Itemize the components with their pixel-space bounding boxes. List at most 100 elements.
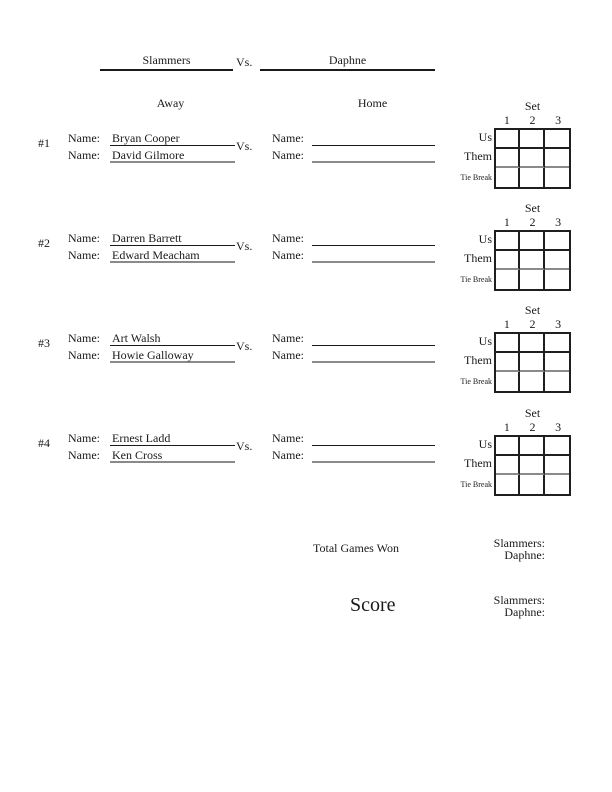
home-player-2-field[interactable] [312, 447, 435, 463]
set-grid-title: Set [524, 303, 541, 317]
name-label: Name: [272, 331, 304, 345]
set-column-2-label: 2 [529, 420, 536, 434]
total-games-won-home-value-field[interactable] [549, 548, 589, 561]
set-grid-4: Set 1 2 3 Us Them Tie Break [440, 406, 600, 501]
name-label: Name: [68, 248, 100, 262]
row-label-tie-break: Tie Break [460, 275, 492, 284]
set-grid-title: Set [524, 201, 541, 215]
home-player-2-field[interactable] [312, 347, 435, 363]
away-player-2-field[interactable]: Howie Galloway [110, 347, 235, 363]
row-label-us: Us [478, 130, 492, 144]
set-score-cell-tiebreak-3[interactable] [545, 475, 569, 494]
set-score-cell-them-1[interactable] [496, 251, 521, 270]
set-score-cell-us-1[interactable] [496, 334, 521, 353]
vs-label: Vs. [236, 139, 253, 153]
match-block-3: #3 Name: Art Walsh Name: Howie Galloway … [0, 328, 612, 383]
set-score-cell-tiebreak-1[interactable] [496, 270, 521, 289]
away-player-1-field[interactable]: Art Walsh [110, 330, 235, 346]
set-score-cell-tiebreak-3[interactable] [545, 372, 569, 391]
set-score-cell-us-2[interactable] [520, 232, 545, 251]
home-team-name-field[interactable]: Daphne [260, 52, 435, 71]
set-score-cell-them-2[interactable] [520, 456, 545, 475]
set-score-cell-us-2[interactable] [520, 437, 545, 456]
set-column-3-label: 3 [555, 215, 562, 229]
set-column-3-label: 3 [555, 420, 562, 434]
set-score-cell-us-3[interactable] [544, 130, 569, 149]
name-label: Name: [272, 431, 304, 445]
name-label: Name: [68, 348, 100, 362]
set-score-cell-them-2[interactable] [520, 251, 545, 270]
match-number: #1 [38, 136, 50, 150]
away-player-2-field[interactable]: Edward Meacham [110, 247, 235, 263]
name-label: Name: [272, 148, 304, 162]
set-score-cell-them-3[interactable] [544, 251, 569, 270]
set-score-cell-tiebreak-1[interactable] [496, 475, 521, 494]
set-score-cell-us-1[interactable] [496, 130, 521, 149]
home-player-1-field[interactable] [312, 130, 435, 146]
set-score-cell-them-3[interactable] [544, 456, 569, 475]
away-player-1-field[interactable]: Darren Barrett [110, 230, 235, 246]
home-player-1-field[interactable] [312, 230, 435, 246]
set-score-cell-tiebreak-1[interactable] [496, 168, 521, 187]
away-player-2-field[interactable]: David Gilmore [110, 147, 235, 163]
total-games-won-home-team-label: Daphne: [504, 548, 545, 562]
row-label-them: Them [464, 149, 492, 163]
away-player-1-field[interactable]: Ernest Ladd [110, 430, 235, 446]
set-score-cell-us-3[interactable] [544, 437, 569, 456]
set-score-cell-tiebreak-2[interactable] [520, 372, 545, 391]
match-block-2: #2 Name: Darren Barrett Name: Edward Mea… [0, 228, 612, 283]
set-score-cell-us-2[interactable] [520, 334, 545, 353]
away-player-2-field[interactable]: Ken Cross [110, 447, 235, 463]
home-player-1-field[interactable] [312, 430, 435, 446]
set-score-cell-us-3[interactable] [544, 334, 569, 353]
name-label: Name: [68, 231, 100, 245]
home-player-1-field[interactable] [312, 330, 435, 346]
set-column-2-label: 2 [529, 215, 536, 229]
set-score-cell-tiebreak-3[interactable] [545, 168, 569, 187]
set-score-cell-them-2[interactable] [520, 353, 545, 372]
set-score-cell-tiebreak-3[interactable] [545, 270, 569, 289]
set-column-1-label: 1 [503, 113, 510, 127]
header-vs-label: Vs. [236, 55, 253, 69]
name-label: Name: [68, 331, 100, 345]
match-number: #4 [38, 436, 50, 450]
name-label: Name: [272, 231, 304, 245]
set-score-cell-us-3[interactable] [544, 232, 569, 251]
row-label-us: Us [478, 437, 492, 451]
set-score-cell-tiebreak-2[interactable] [520, 475, 545, 494]
set-score-cell-them-3[interactable] [544, 149, 569, 168]
home-player-2-field[interactable] [312, 147, 435, 163]
set-grid-column-headers: 1 2 3 [494, 317, 571, 332]
row-label-tie-break: Tie Break [460, 480, 492, 489]
vs-label: Vs. [236, 239, 253, 253]
set-score-cell-tiebreak-1[interactable] [496, 372, 521, 391]
match-block-1: #1 Name: Bryan Cooper Name: David Gilmor… [0, 128, 612, 183]
set-grid-3: Set 1 2 3 Us Them Tie Break [440, 303, 600, 398]
home-player-2-field[interactable] [312, 247, 435, 263]
set-score-cell-us-1[interactable] [496, 232, 521, 251]
set-score-cell-them-2[interactable] [520, 149, 545, 168]
set-score-table [494, 332, 571, 393]
set-score-cell-them-1[interactable] [496, 353, 521, 372]
set-score-cell-them-1[interactable] [496, 456, 521, 475]
score-home-value-field[interactable] [549, 605, 589, 618]
set-score-cell-them-3[interactable] [544, 353, 569, 372]
row-label-them: Them [464, 353, 492, 367]
set-grid-2: Set 1 2 3 Us Them Tie Break [440, 201, 600, 296]
set-score-cell-us-2[interactable] [520, 130, 545, 149]
set-column-2-label: 2 [529, 317, 536, 331]
set-column-1-label: 1 [503, 420, 510, 434]
set-score-cell-us-1[interactable] [496, 437, 521, 456]
set-score-cell-tiebreak-2[interactable] [520, 270, 545, 289]
name-label: Name: [272, 131, 304, 145]
row-label-us: Us [478, 334, 492, 348]
away-player-1-field[interactable]: Bryan Cooper [110, 130, 235, 146]
name-label: Name: [272, 448, 304, 462]
row-label-tie-break: Tie Break [460, 173, 492, 182]
set-score-cell-them-1[interactable] [496, 149, 521, 168]
set-score-cell-tiebreak-2[interactable] [520, 168, 545, 187]
row-label-them: Them [464, 251, 492, 265]
set-grid-column-headers: 1 2 3 [494, 113, 571, 128]
away-team-name-field[interactable]: Slammers [100, 52, 233, 71]
